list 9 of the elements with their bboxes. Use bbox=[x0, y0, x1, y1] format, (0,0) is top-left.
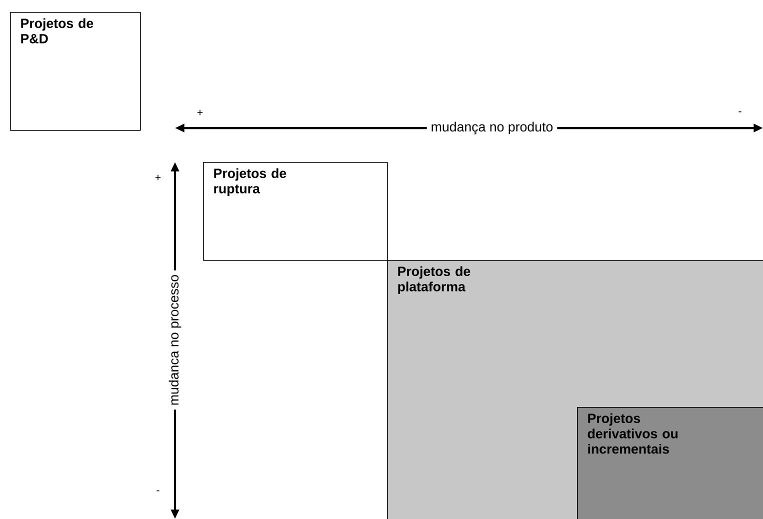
box: Projetos derivativos ou incrementais bbox=[577, 407, 763, 519]
sign-label: - bbox=[738, 111, 742, 112]
box: Projetos de P&D bbox=[10, 12, 141, 131]
box: Projetos de ruptura bbox=[203, 162, 388, 261]
axis-label: mudança no produto bbox=[426, 118, 558, 138]
sign-label: + bbox=[197, 110, 203, 116]
axis-label: mudanca no processo bbox=[164, 270, 186, 410]
sign-label: - bbox=[156, 490, 160, 492]
sign-label: + bbox=[155, 174, 161, 180]
